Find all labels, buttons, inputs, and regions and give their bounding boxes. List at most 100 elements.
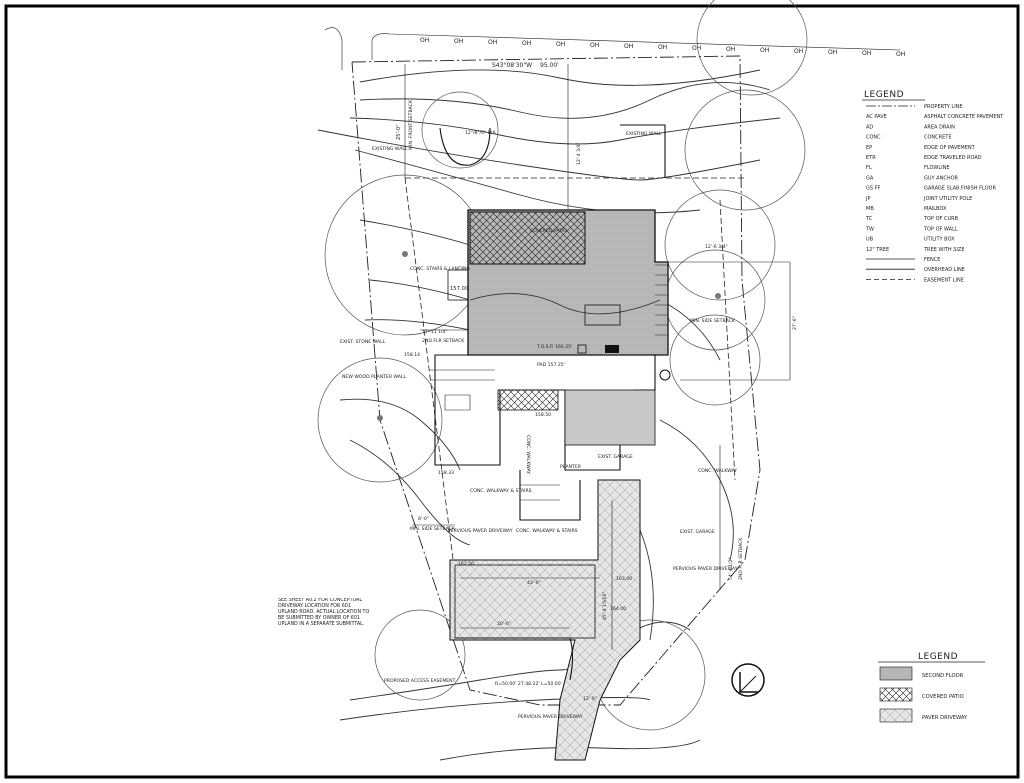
dim-12-6-r-label: 12'-6 3/4"	[705, 244, 728, 250]
legend-abbr: JP	[865, 196, 871, 202]
legend-top-row: FENCE	[866, 257, 940, 263]
lower-floor	[430, 354, 671, 521]
tree-dia-label: 12"/8"/5" DIA	[465, 130, 496, 136]
exist-wall-right-label: EXISTING WALL	[626, 131, 662, 137]
parking-pad	[454, 564, 596, 639]
dim-43-label: 43'-0"	[527, 580, 541, 586]
legend-label: EDGE OF PAVEMENT	[924, 145, 976, 151]
legend-top-row: EASEMENT LINE	[866, 277, 964, 283]
legend-label: OVERHEAD LINE	[924, 267, 965, 273]
overhead-mark: OH	[760, 47, 769, 54]
legend-abbr: MB	[866, 206, 874, 212]
legend-bottom: LEGEND SECOND FLOOR COVERED PATIO PAVER …	[878, 652, 985, 723]
dim-27-6-label: 27'-6"	[792, 316, 798, 330]
north-arrow-icon	[731, 663, 765, 697]
legend-label: JOINT UTILITY POLE	[923, 196, 972, 202]
legend-paver-driveway-label: PAVER DRIVEWAY	[922, 715, 968, 721]
legend-abbr: AC PAVE	[866, 114, 887, 120]
legend-label: MAILBOX	[924, 206, 947, 212]
legend-label: TOP OF CURB	[923, 216, 959, 222]
exist-garage-r-label: EXIST. GARAGE	[680, 529, 715, 535]
elev-157-label: 157.00	[450, 286, 468, 292]
dim-45-label: 45'-4 15/16"	[602, 591, 608, 620]
overhead-mark: OH	[454, 38, 463, 45]
legend-top-title: LEGEND	[864, 90, 904, 100]
overhead-mark: OH	[828, 49, 837, 56]
second-flr-setback-r-label: 2ND FLR SETBACK	[738, 537, 744, 580]
overhead-mark: OH	[420, 37, 429, 44]
elev-162-50-label: 162.50	[458, 561, 474, 567]
legend-bottom-title: LEGEND	[918, 652, 958, 662]
legend-label: TREE WITH SIZE	[923, 247, 965, 253]
existing-garage-area	[564, 389, 656, 446]
exist-stone-wall-label: EXIST. STONE WALL	[340, 339, 386, 345]
planter-label: PLANTER	[560, 464, 582, 470]
min-side-setback-r-label: MIN. SIDE SETBACK	[690, 318, 736, 324]
overhead-mark: OH	[590, 42, 599, 49]
conc-walkway-r-label: CONC. WALKWAY	[698, 468, 737, 474]
legend-abbr: CONC	[866, 135, 881, 141]
legend-top-row: AC PAVE ASPHALT CONCRETE PAVEMENT	[866, 114, 1004, 120]
overhead-mark: OH	[726, 46, 735, 53]
exist-wall-left-label: EXISTING WALL	[372, 146, 408, 152]
legend-abbr: 12" TREE	[866, 247, 889, 253]
dim-12-0-label: 12'-0"	[583, 696, 597, 702]
conc-stairs-label: CONC. STAIRS & LANDING	[410, 266, 470, 272]
legend-label: FENCE	[924, 257, 940, 263]
legend-label: CONCRETE	[924, 135, 952, 141]
new-wood-wall-label: NEW WOOD PLANTER WALL	[342, 374, 406, 380]
left-setback-annotation: 25'-0" MIN. FRONT SETBACK	[396, 99, 414, 150]
legend-label: EASEMENT LINE	[924, 277, 964, 283]
house-footprint	[447, 209, 669, 356]
overhead-mark: OH	[896, 51, 905, 58]
dimension-lines	[404, 64, 791, 650]
existing-wall-right	[620, 124, 666, 178]
legend-top-row: 12" TREE TREE WITH SIZE	[866, 247, 965, 253]
arc-label: R=50.00' 27.48.22' L=50.00'	[495, 681, 562, 687]
overhead-mark: OH	[658, 44, 667, 51]
setback-25-label: 25'-0"	[396, 124, 402, 140]
legend-abbr: ETR	[866, 155, 876, 161]
conc-walkway-stairs-label: CONC. WALKWAY & STAIRS	[470, 488, 532, 494]
legend-label: GARAGE SLAB FINISH FLOOR	[924, 186, 996, 192]
overhead-mark: OH	[556, 41, 565, 48]
legend-second-floor-label: SECOND FLOOR	[922, 673, 964, 679]
right-setback-line	[719, 199, 736, 481]
elev-158-33-label: 158.33	[438, 470, 454, 476]
elev-158-14-label: 158.14	[404, 352, 420, 358]
legend-label: ASPHALT CONCRETE PAVEMENT	[924, 114, 1004, 120]
second-flr-setback-label: 2ND FLR SETBACK	[422, 338, 465, 344]
pervious-paver-b-label: PERVIOUS PAVER DRIVEWAY	[518, 714, 583, 720]
legend-covered-patio-label: COVERED PATIO	[922, 694, 964, 700]
legend-abbr: EP	[866, 145, 872, 151]
legend-top-row: CONC CONCRETE	[866, 135, 952, 141]
pervious-paver-label: PERVIOUS PAVER DRIVEWAY	[448, 528, 513, 534]
elev-163-00-label: 163.00	[616, 576, 632, 582]
overhead-mark: OH	[522, 40, 531, 47]
legend-label: AREA DRAIN	[924, 124, 955, 130]
conc-walkway-stairs-2-label: CONC. WALKWAY & STAIRS	[516, 528, 578, 534]
legend-abbr: TC	[865, 216, 873, 222]
front-setback-label: MIN. FRONT SETBACK	[408, 99, 414, 150]
legend-abbr: AD	[866, 124, 873, 130]
covered-patio-area	[469, 211, 586, 265]
covered-patio-label: COVERED PATIO	[530, 228, 567, 234]
elev-164-00-label: 164.00	[610, 606, 626, 612]
legend-label: TOP OF WALL	[923, 226, 958, 232]
overhead-mark: OH	[624, 43, 633, 50]
pervious-paver-r-label: PERVIOUS PAVER DRIVEWAY	[673, 566, 738, 572]
legend-top-row: OVERHEAD LINE	[866, 267, 965, 273]
overhead-mark: OH	[794, 48, 803, 55]
legend-abbr: GA	[866, 175, 874, 181]
legend-abbr: TW	[865, 226, 874, 232]
legend-top-row: AD AREA DRAIN	[866, 124, 955, 130]
legend-top-row: EP EDGE OF PAVEMENT	[866, 145, 976, 151]
legend-abbr: UB	[866, 237, 874, 243]
legend-top-row: JP JOINT UTILITY POLE	[865, 196, 972, 202]
legend-top-row: TW TOP OF WALL	[865, 226, 958, 232]
existing-wall-left	[439, 127, 491, 166]
legend-label: FLOWLINE	[924, 165, 950, 171]
